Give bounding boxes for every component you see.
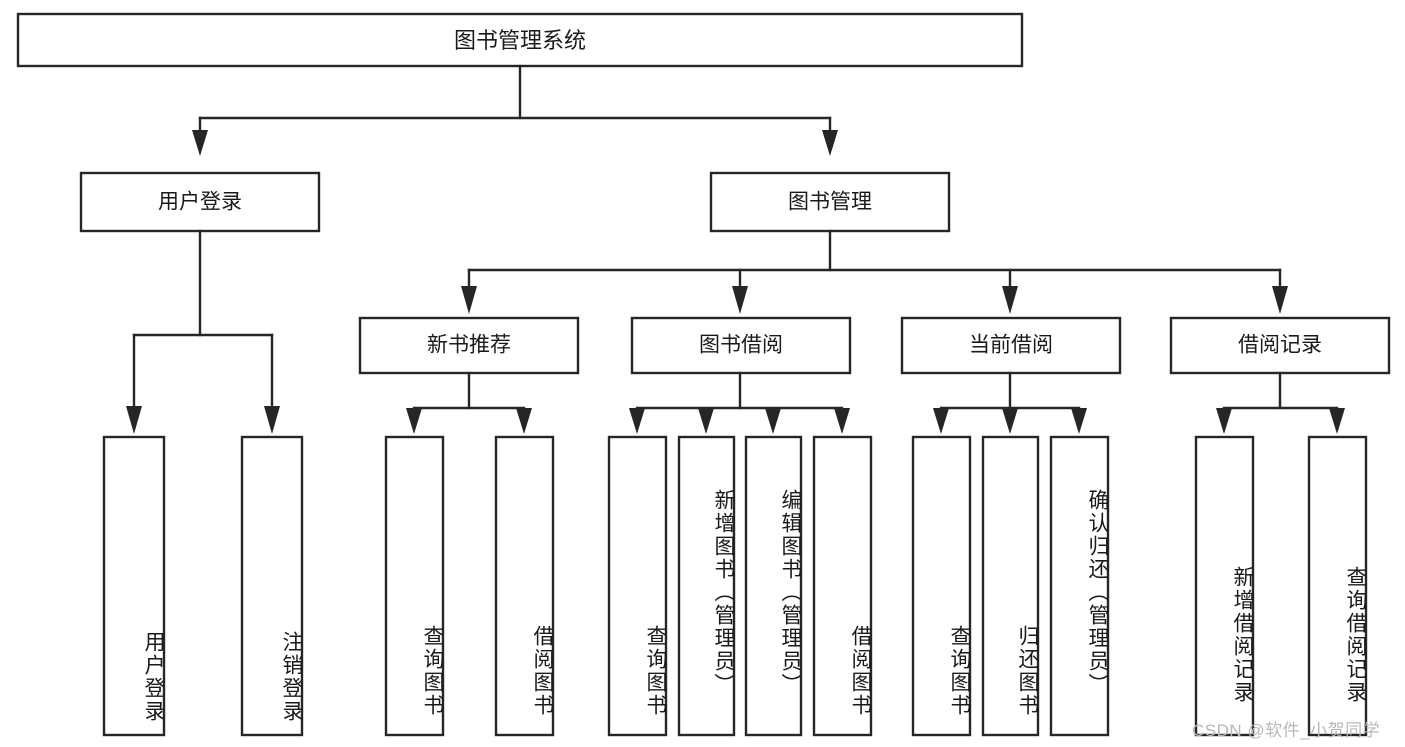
arrow-to-leaf-query-record xyxy=(1329,408,1345,434)
arrow-to-leaf-confirm-return xyxy=(1071,408,1087,434)
connector-borrow-record-to-leaves xyxy=(1216,371,1345,434)
leaf-return-book-box[interactable] xyxy=(981,435,1040,737)
borrow-record-label: 借阅记录 xyxy=(1238,334,1322,357)
arrow-to-leaf-query-book-3 xyxy=(933,408,949,434)
arrow-to-leaf-add-record xyxy=(1216,408,1232,434)
arrow-to-leaf-query-book-2 xyxy=(629,408,645,434)
connector-root-to-level1 xyxy=(192,64,838,156)
arrow-to-book-borrow xyxy=(732,286,748,314)
leaf-query-book-2-box[interactable] xyxy=(607,435,668,737)
arrow-to-new-book-recommend xyxy=(461,286,477,314)
arrow-to-leaf-edit-book xyxy=(765,408,781,434)
leaf-confirm-return-box[interactable] xyxy=(1049,435,1110,737)
leaf-logout-login-box[interactable] xyxy=(240,435,304,737)
node-borrow-record[interactable]: 借阅记录 xyxy=(1169,316,1391,375)
leaf-edit-book-box[interactable] xyxy=(744,435,803,737)
book-management-label: 图书管理 xyxy=(788,191,872,214)
leaf-query-record-box[interactable] xyxy=(1307,435,1368,737)
arrow-to-book-management xyxy=(822,130,838,156)
leaf-borrow-book-2-box[interactable] xyxy=(812,435,873,737)
leaf-boxes xyxy=(102,435,1368,737)
leaf-user-login-box[interactable] xyxy=(102,435,166,737)
leaf-borrow-book-1-box[interactable] xyxy=(494,435,555,737)
arrow-to-leaf-add-book xyxy=(698,408,714,434)
arrow-to-leaf-borrow-book-1 xyxy=(516,408,532,434)
current-borrow-label: 当前借阅 xyxy=(969,334,1053,357)
connector-current-borrow-to-leaves xyxy=(933,371,1087,434)
leaf-add-book-box[interactable] xyxy=(677,435,736,737)
user-login-label: 用户登录 xyxy=(158,191,242,214)
borrow-record-box xyxy=(1169,316,1391,375)
node-book-borrow[interactable]: 图书借阅 xyxy=(630,316,852,375)
connector-book-management-to-level2 xyxy=(461,229,1288,314)
leaf-query-book-3-box[interactable] xyxy=(911,435,972,737)
connector-book-borrow-to-leaves xyxy=(629,371,850,434)
arrow-to-leaf-borrow-book-2 xyxy=(834,408,850,434)
new-book-recommend-label: 新书推荐 xyxy=(427,334,511,357)
root-box xyxy=(16,12,1024,68)
csdn-watermark: CSDN @软件_小贺同学 xyxy=(1192,721,1381,740)
node-current-borrow[interactable]: 当前借阅 xyxy=(900,316,1122,375)
node-book-management[interactable]: 图书管理 xyxy=(709,171,951,233)
arrow-to-borrow-record xyxy=(1272,286,1288,314)
connector-new-book-recommend-to-leaves xyxy=(406,371,532,434)
connector-user-login-to-leaves xyxy=(126,229,280,434)
node-root[interactable]: 图书管理系统 xyxy=(16,12,1024,68)
leaf-add-record-box[interactable] xyxy=(1194,435,1255,737)
current-borrow-box xyxy=(900,316,1122,375)
root-label: 图书管理系统 xyxy=(454,28,586,53)
node-user-login[interactable]: 用户登录 xyxy=(79,171,321,233)
book-borrow-box xyxy=(630,316,852,375)
new-book-recommend-box xyxy=(358,316,580,375)
arrow-to-leaf-user-login xyxy=(126,406,142,434)
node-new-book-recommend[interactable]: 新书推荐 xyxy=(358,316,580,375)
arrow-to-leaf-logout-login xyxy=(264,406,280,434)
arrow-to-current-borrow xyxy=(1002,286,1018,314)
arrow-to-leaf-query-book-1 xyxy=(406,408,422,434)
book-borrow-label: 图书借阅 xyxy=(699,334,783,357)
book-management-box xyxy=(709,171,951,233)
leaf-query-book-1-box[interactable] xyxy=(384,435,445,737)
arrow-to-leaf-return-book xyxy=(1002,408,1018,434)
arrow-to-user-login xyxy=(192,130,208,156)
